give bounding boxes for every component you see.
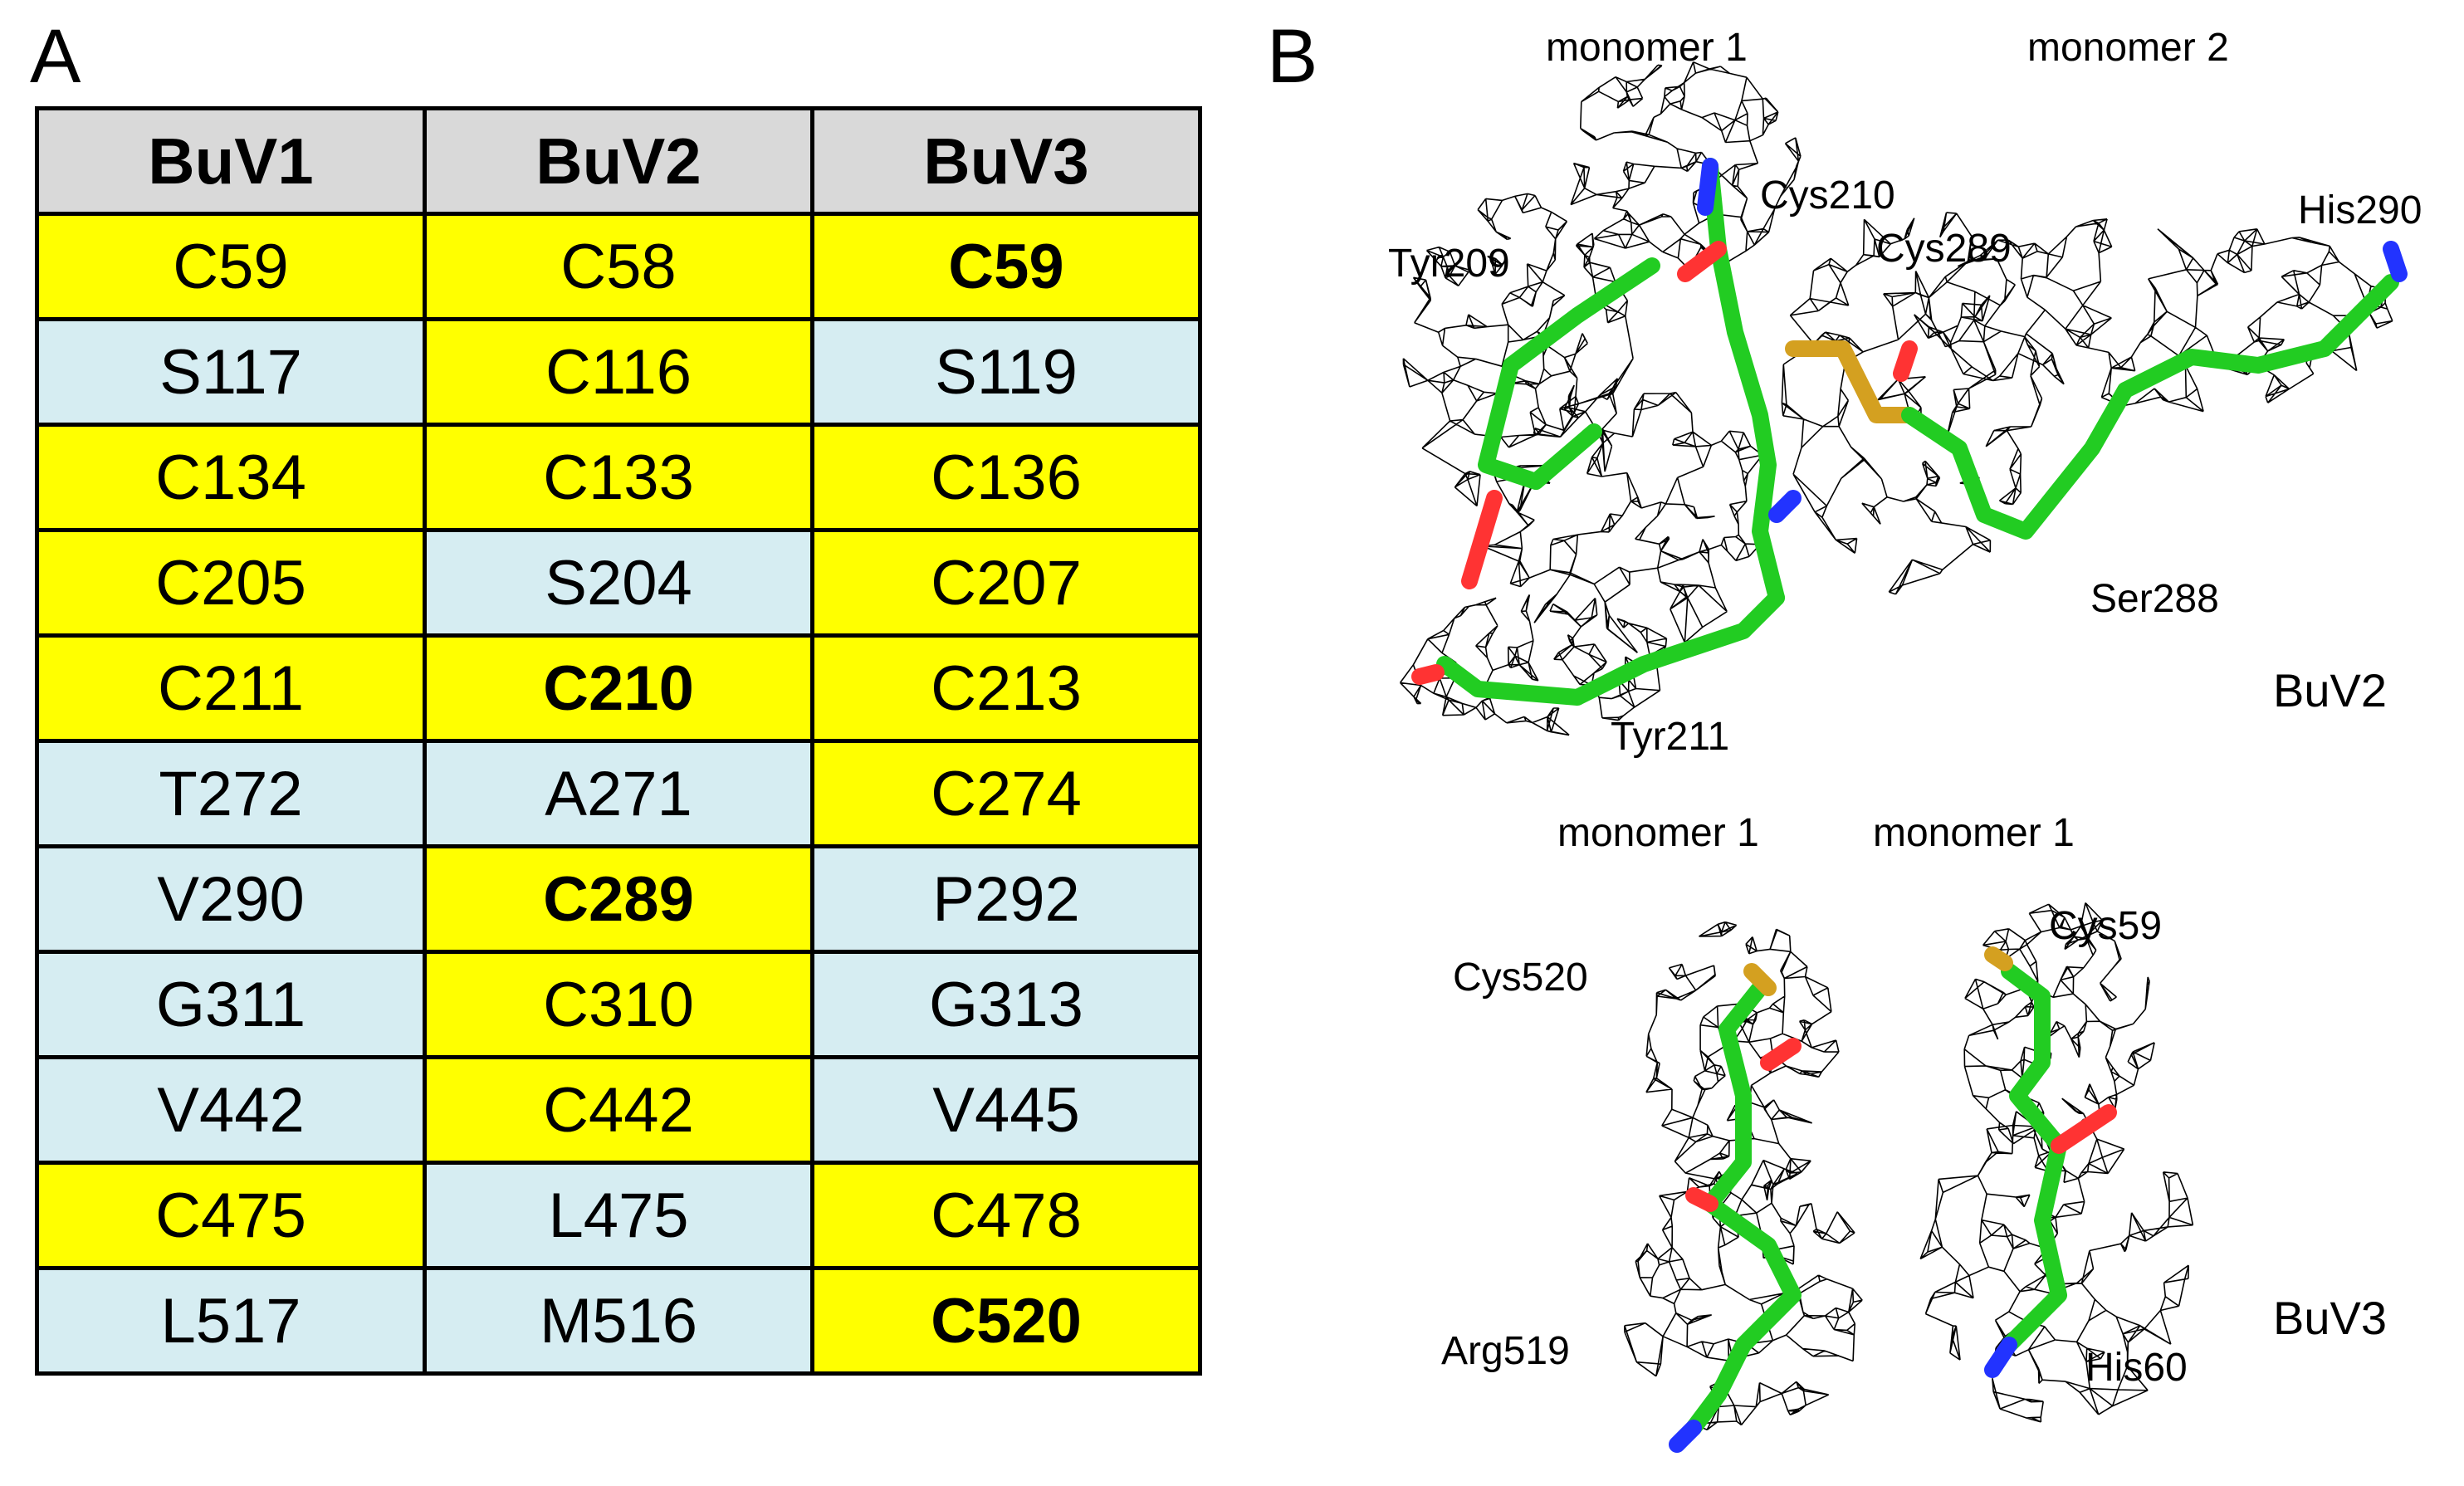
table-cell-buv3: G313: [810, 950, 1202, 1059]
table-cell-buv1: C205: [35, 528, 427, 638]
panel-b-label: B: [1267, 14, 1318, 99]
residue-label-cys59: Cys59: [2049, 904, 2163, 948]
residue-label-cys289: Cys289: [1876, 227, 2012, 271]
stick-n-his60: [1984, 1337, 2017, 1378]
table-cell-buv3: C136: [810, 423, 1202, 532]
buv2-monomer1-label: monomer 1: [1546, 26, 1748, 70]
table-cell-buv2: C210: [423, 633, 814, 743]
buv2-variant-label: BuV2: [2273, 664, 2387, 716]
stick-o-his60: [2051, 1104, 2117, 1154]
buv2-monomer2-label: monomer 2: [2027, 26, 2229, 70]
residue-label-ser288: Ser288: [2090, 577, 2219, 621]
buv3-monomer1-left-label: monomer 1: [1557, 811, 1759, 855]
electron-density-figure: [1399, 61, 2408, 1453]
table-cell-buv3: S119: [810, 317, 1202, 427]
residue-label-cys210: Cys210: [1760, 174, 1895, 218]
column-header-buv1: BuV1: [35, 106, 427, 216]
stick-o-tyr209: [1677, 241, 1727, 282]
table-cell-buv3: C520: [810, 1266, 1202, 1376]
table-cell-buv1: C134: [35, 423, 427, 532]
residue-label-tyr211: Tyr211: [1611, 715, 1730, 759]
stick-his290: [2117, 274, 2399, 398]
table-cell-buv2: C133: [423, 423, 814, 532]
table-cell-buv3: P292: [810, 844, 1202, 954]
table-cell-buv2: C58: [423, 212, 814, 321]
column-header-buv3: BuV3: [810, 106, 1202, 216]
stick-n-backbone: [1768, 490, 1802, 523]
mesh-arg519: [1624, 1159, 1863, 1431]
table-cell-buv1: G311: [35, 950, 427, 1059]
table-cell-buv2: C310: [423, 950, 814, 1059]
stick-cys520-arg519: [1685, 980, 1802, 1436]
table-cell-buv2: C442: [423, 1055, 814, 1165]
buv3-variant-label: BuV3: [2273, 1292, 2387, 1344]
residue-sticks: [1411, 158, 2408, 1453]
table-cell-buv2: C289: [423, 844, 814, 954]
panel-a-label: A: [30, 14, 81, 99]
table-cell-buv2: C116: [423, 317, 814, 427]
table-cell-buv1: L517: [35, 1266, 427, 1376]
column-header-buv2: BuV2: [423, 106, 814, 216]
table-cell-buv3: C213: [810, 633, 1202, 743]
stick-o-cys289: [1893, 340, 1918, 382]
residue-label-arg519: Arg519: [1441, 1329, 1570, 1373]
structure-panel-b: monomer 1 monomer 2 Cys210 Tyr209 Cys289…: [1328, 0, 2464, 1486]
table-cell-buv3: V445: [810, 1055, 1202, 1165]
table-cell-buv2: M516: [423, 1266, 814, 1376]
table-cell-buv3: C478: [810, 1161, 1202, 1270]
stick-o-arg519: [1685, 1187, 1718, 1212]
table-cell-buv1: C59: [35, 212, 427, 321]
buv3-monomer1-right-label: monomer 1: [1873, 811, 2075, 855]
stick-cys289: [1901, 382, 2134, 540]
table-cell-buv1: T272: [35, 739, 427, 848]
table-cell-buv2: L475: [423, 1161, 814, 1270]
stick-disulfide: [1785, 340, 1918, 423]
table-cell-buv1: V290: [35, 844, 427, 954]
stick-tyr209-ring: [1478, 257, 1660, 490]
stick-oh-tyr209: [1461, 490, 1503, 589]
stick-oh-tyr211: [1411, 664, 1445, 685]
mesh-cys210: [1570, 61, 1802, 271]
residue-label-tyr209: Tyr209: [1388, 242, 1510, 286]
stick-s-cys59: [1984, 946, 2013, 971]
residue-label-cys520: Cys520: [1453, 956, 1588, 1000]
stick-s-cys520: [1743, 963, 1777, 996]
table-cell-buv1: V442: [35, 1055, 427, 1165]
stick-n-cys210: [1697, 158, 1718, 216]
table-cell-buv3: C207: [810, 528, 1202, 638]
stick-n-his290: [2383, 241, 2408, 282]
stick-tyr211: [1436, 589, 1785, 706]
table-cell-buv1: S117: [35, 317, 427, 427]
residue-label-his290: His290: [2298, 188, 2422, 232]
table-cell-buv1: C475: [35, 1161, 427, 1270]
table-cell-buv3: C274: [810, 739, 1202, 848]
mesh-cys59: [1963, 902, 2155, 1156]
table-cell-buv2: S204: [423, 528, 814, 638]
mesh-backbone: [1482, 378, 1770, 653]
residue-label-his60: His60: [2085, 1346, 2188, 1390]
table-header-row: BuV1 BuV2 BuV3: [35, 106, 1202, 216]
stick-o-cys520: [1760, 1038, 1802, 1071]
table-cell-buv2: A271: [423, 739, 814, 848]
table-cell-buv3: C59: [810, 212, 1202, 321]
stick-n-arg519: [1669, 1420, 1702, 1453]
table-cell-buv1: C211: [35, 633, 427, 743]
stick-cys59-his60: [2001, 963, 2067, 1353]
